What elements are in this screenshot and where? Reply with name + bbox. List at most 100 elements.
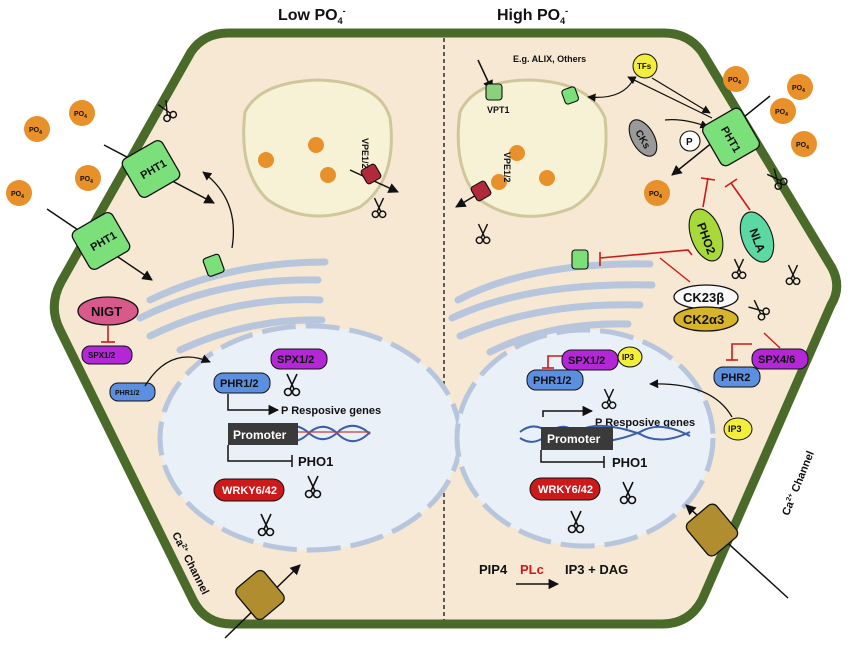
- svg-text:TFs: TFs: [637, 62, 652, 71]
- repression-bar-low: [227, 445, 293, 467]
- pht1-transporter-top: PHT1: [103, 139, 215, 204]
- phosphate-group: P: [679, 130, 701, 152]
- nigt-protein: NIGT: [77, 296, 139, 326]
- ck2-inhibit-line: [659, 257, 691, 283]
- po4-ion: PO4: [791, 131, 817, 157]
- pht1-vesicle-high-er: [571, 249, 589, 270]
- phr12-protein-low-cytoplasm: PHR1/2: [109, 382, 156, 402]
- po4-ion: PO4: [644, 180, 670, 206]
- ip3-protein-nucleus: IP3: [617, 346, 643, 368]
- phr2-protein: PHR2: [713, 366, 761, 388]
- po4-ion: PO4: [69, 100, 95, 126]
- svg-text:VPE1/2: VPE1/2: [502, 152, 512, 183]
- svg-text:PHR2: PHR2: [721, 372, 750, 384]
- svg-text:SPX1/2: SPX1/2: [568, 355, 605, 367]
- svg-text:PO4: PO4: [11, 191, 24, 200]
- svg-text:CK23β: CK23β: [683, 290, 724, 305]
- po4-ion: PO4: [770, 98, 796, 124]
- header-low-po4: Low PO4-: [278, 6, 346, 26]
- activation-arrow-high: [542, 405, 594, 417]
- svg-text:PO4: PO4: [74, 111, 87, 120]
- pht1-transporter-high: PHT1: [671, 95, 771, 176]
- alix-label: E.g. ALIX, Others: [513, 54, 586, 64]
- spx46-cut-line: [763, 332, 781, 349]
- nigt-inhibit-spx: [101, 326, 115, 343]
- tfs-pht1-arrow: [651, 77, 711, 114]
- pho2-protein: PHO2: [688, 208, 724, 262]
- recycling-arrow-low: [202, 171, 235, 249]
- repression-bar-high: [540, 450, 605, 468]
- svg-text:PHR1/2: PHR1/2: [115, 390, 140, 397]
- po4-ion: PO4: [6, 180, 32, 206]
- wrky-protein-low: WRKY6/42: [213, 478, 285, 502]
- ca-channel-label-high: Ca2+ Channel: [780, 449, 817, 517]
- svg-text:PO4: PO4: [775, 109, 788, 118]
- promoter-box-low: Promoter: [228, 423, 298, 445]
- svg-text:VPT1: VPT1: [487, 105, 510, 115]
- ip3-import-arrow: [649, 379, 733, 418]
- cks-protein: CKs: [628, 119, 658, 157]
- endoplasmic-reticulum-high: [448, 260, 656, 356]
- vpe-transporter-low: VPE1/2: [349, 138, 399, 193]
- spx-inhibit-phr-high: [542, 355, 562, 369]
- svg-text:PO4: PO4: [728, 77, 741, 86]
- svg-text:PO4: PO4: [792, 85, 805, 94]
- svg-text:SPX1/2: SPX1/2: [88, 351, 116, 360]
- svg-text:CK2α3: CK2α3: [683, 312, 724, 327]
- svg-text:IP3: IP3: [728, 424, 742, 434]
- tfs-protein: TFs: [632, 53, 658, 79]
- spx46-protein: SPX4/6: [751, 348, 809, 370]
- pip4-label: PIP4: [479, 562, 508, 577]
- spx12-protein-high-nucleus: SPX1/2: [561, 349, 619, 371]
- spx12-protein-low-nucleus: SPX1/2: [270, 348, 328, 370]
- promoter-box-high: Promoter: [541, 427, 613, 450]
- svg-text:Promoter: Promoter: [547, 432, 601, 446]
- pht1-transporter-bottom: PHT1: [46, 208, 153, 281]
- plc-label: PLc: [520, 562, 544, 577]
- po4-ion: PO4: [723, 66, 749, 92]
- ck23b-protein: CK23β: [673, 284, 739, 310]
- svg-text:P: P: [686, 137, 693, 148]
- ip3-dag-label: IP3 + DAG: [565, 562, 628, 577]
- vacuole-po4-dots: [258, 137, 555, 190]
- phr-import-arrow: [144, 354, 211, 387]
- svg-text:IP3: IP3: [622, 353, 635, 362]
- pho1-label-high: PHO1: [612, 455, 647, 470]
- po4-ion: PO4: [75, 165, 101, 191]
- activation-arrow-low: [227, 394, 280, 416]
- spx12-protein-low-cytoplasm: SPX1/2: [81, 345, 133, 365]
- svg-text:PO4: PO4: [796, 142, 809, 151]
- wrky-protein-high: WRKY6/42: [529, 477, 601, 501]
- header-high-po4: High PO4-: [497, 6, 568, 26]
- ck2a3-protein: CK2α3: [673, 306, 739, 332]
- phr12-protein-high-nucleus: PHR1/2: [526, 369, 584, 391]
- responsive-genes-label-low: P Resposive genes: [281, 405, 381, 417]
- vpe-transporter-high: VPE1/2: [455, 152, 512, 208]
- svg-text:SPX1/2: SPX1/2: [277, 354, 314, 366]
- po4-ion: PO4: [24, 116, 50, 142]
- pho1-label-low: PHO1: [298, 454, 333, 469]
- spx46-inhibit-phr2: [726, 343, 752, 361]
- nla-inhibit-pht1: [724, 178, 751, 211]
- svg-text:PO4: PO4: [649, 191, 662, 200]
- pht1-vesicle-low: [202, 253, 225, 277]
- svg-text:WRKY6/42: WRKY6/42: [222, 485, 277, 497]
- vpt1-transporter: VPT1: [477, 59, 510, 115]
- svg-text:SPX4/6: SPX4/6: [758, 354, 795, 366]
- pht1-vesicle-high-top: [561, 86, 580, 105]
- ca-channel-high: [685, 503, 789, 599]
- po4-external-group: PO4 PO4 PO4 PO4 PO4 PO4 PO4 PO4 PO4: [6, 66, 817, 206]
- ca-channel-low: [224, 564, 301, 639]
- svg-text:WRKY6/42: WRKY6/42: [538, 484, 593, 496]
- ip3-protein-cytoplasm: IP3: [723, 417, 753, 441]
- po4-ion: PO4: [787, 74, 813, 100]
- svg-text:VPE1/2: VPE1/2: [360, 138, 370, 169]
- svg-text:PHR1/2: PHR1/2: [220, 378, 259, 390]
- nla-protein: NLA: [739, 211, 775, 263]
- pho2-inhibit-pht1: [700, 177, 716, 208]
- pho2-inhibit-er-vesicle: [599, 249, 693, 266]
- svg-text:PHR1/2: PHR1/2: [533, 375, 572, 387]
- svg-text:PO4: PO4: [29, 127, 42, 136]
- endoplasmic-reticulum-low: [136, 258, 329, 354]
